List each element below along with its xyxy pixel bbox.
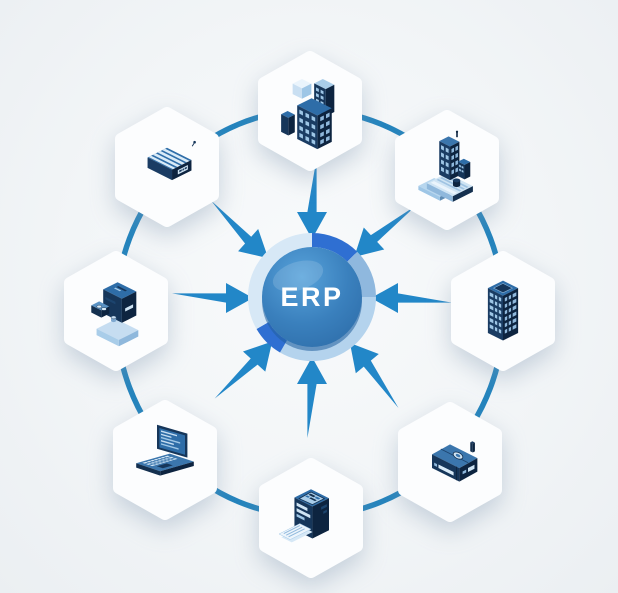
node-office-building (257, 51, 363, 171)
dial-segment (247, 233, 313, 329)
node-skyscraper-tower (450, 251, 556, 371)
erp-button (262, 247, 362, 347)
node-laptop (112, 400, 218, 520)
building-with-keyboard-icon (418, 130, 473, 202)
laptop-icon (136, 424, 194, 476)
node-network-device (397, 402, 503, 522)
dial-segment (347, 251, 376, 298)
skyscraper-tower-icon (487, 280, 519, 341)
office-building-icon (281, 79, 335, 150)
striped-ledger-icon (147, 140, 196, 181)
node-striped-ledger-device (114, 107, 220, 227)
erp-label: ERP (280, 282, 343, 312)
erp-button-highlight (272, 260, 324, 292)
dial-segment (311, 233, 358, 262)
node-industrial-machine (63, 251, 169, 371)
node-server-with-documents (258, 458, 364, 578)
arrow-from-left (172, 283, 253, 313)
network-device-icon (432, 441, 478, 482)
dial-segment (280, 296, 376, 362)
arrow-from-bottom (297, 357, 327, 438)
server-with-documents-icon (278, 489, 329, 543)
industrial-machine-icon (91, 282, 139, 347)
erp-dial-ring (247, 233, 376, 362)
dial-segment (256, 321, 288, 353)
arrow-from-right (371, 283, 452, 313)
node-building-with-keyboard (394, 110, 500, 230)
